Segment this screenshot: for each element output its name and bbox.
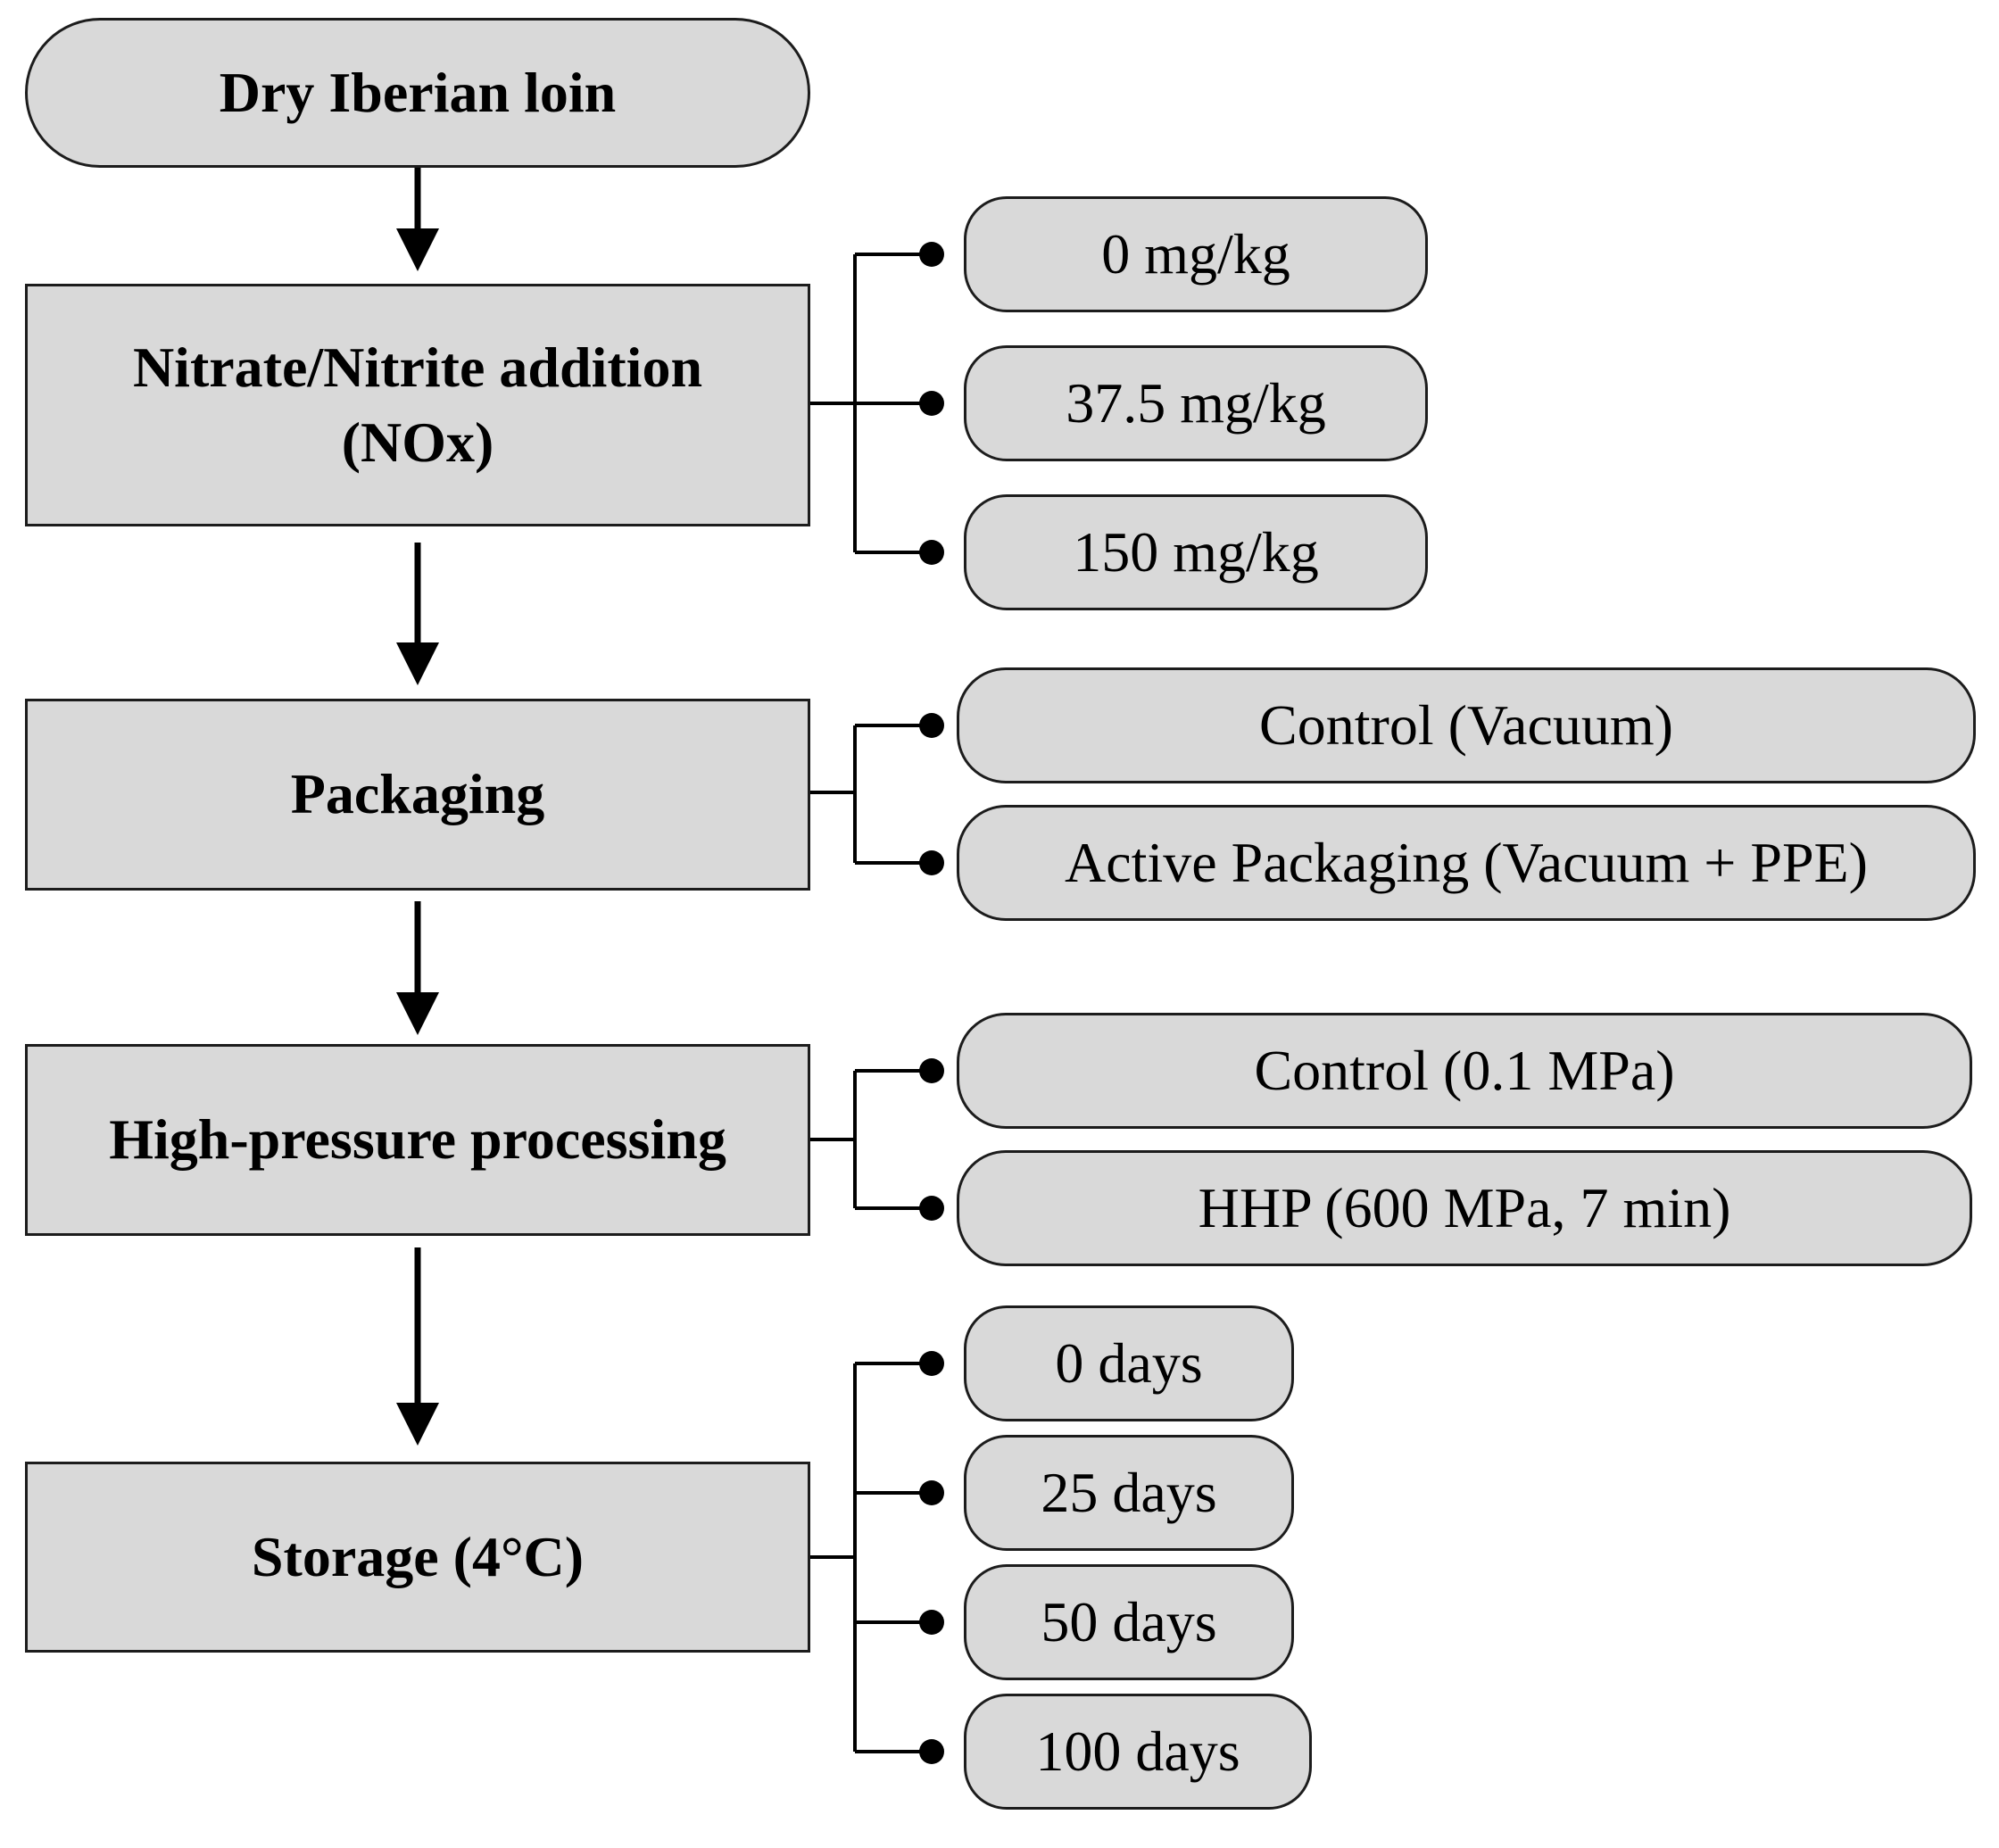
- option-0-days: 0 days: [964, 1305, 1294, 1421]
- option-control-vacuum: Control (Vacuum): [957, 667, 1976, 783]
- branch-dot-icon: [919, 1480, 944, 1505]
- branch-dot-icon: [919, 1196, 944, 1221]
- branch-dot-icon: [919, 1351, 944, 1376]
- node-nitrate-nitrite-addition: Nitrate/Nitrite addition (NOx): [25, 284, 810, 526]
- option-hhp-600-mpa: HHP (600 MPa, 7 min): [957, 1150, 1972, 1266]
- node-storage: Storage (4°C): [25, 1462, 810, 1653]
- node-dry-iberian-loin: Dry Iberian loin: [25, 18, 810, 168]
- down-arrow-3: [396, 901, 439, 1035]
- option-50-days: 50 days: [964, 1564, 1294, 1680]
- arrow-head-icon: [396, 642, 439, 685]
- option-37-5-mg-kg: 37.5 mg/kg: [964, 345, 1428, 461]
- node-packaging: Packaging: [25, 699, 810, 891]
- arrow-head-icon: [396, 992, 439, 1035]
- bracket-nox: [810, 242, 944, 565]
- arrow-head-icon: [396, 1403, 439, 1446]
- bracket-packaging: [810, 713, 944, 875]
- down-arrow-4: [396, 1247, 439, 1446]
- arrow-head-icon: [396, 228, 439, 271]
- down-arrow-1: [396, 157, 439, 271]
- option-25-days: 25 days: [964, 1435, 1294, 1551]
- node-high-pressure-processing: High-pressure processing: [25, 1044, 810, 1236]
- branch-dot-icon: [919, 391, 944, 416]
- option-150-mg-kg: 150 mg/kg: [964, 494, 1428, 610]
- branch-dot-icon: [919, 850, 944, 875]
- branch-dot-icon: [919, 242, 944, 267]
- bracket-storage: [810, 1351, 944, 1764]
- branch-dot-icon: [919, 1058, 944, 1083]
- branch-dot-icon: [919, 1739, 944, 1764]
- option-active-packaging: Active Packaging (Vacuum + PPE): [957, 805, 1976, 921]
- bracket-hpp: [810, 1058, 944, 1221]
- down-arrow-2: [396, 543, 439, 685]
- branch-dot-icon: [919, 1610, 944, 1635]
- option-0-mg-kg: 0 mg/kg: [964, 196, 1428, 312]
- option-control-01-mpa: Control (0.1 MPa): [957, 1013, 1972, 1129]
- branch-dot-icon: [919, 713, 944, 738]
- branch-dot-icon: [919, 540, 944, 565]
- option-100-days: 100 days: [964, 1694, 1312, 1810]
